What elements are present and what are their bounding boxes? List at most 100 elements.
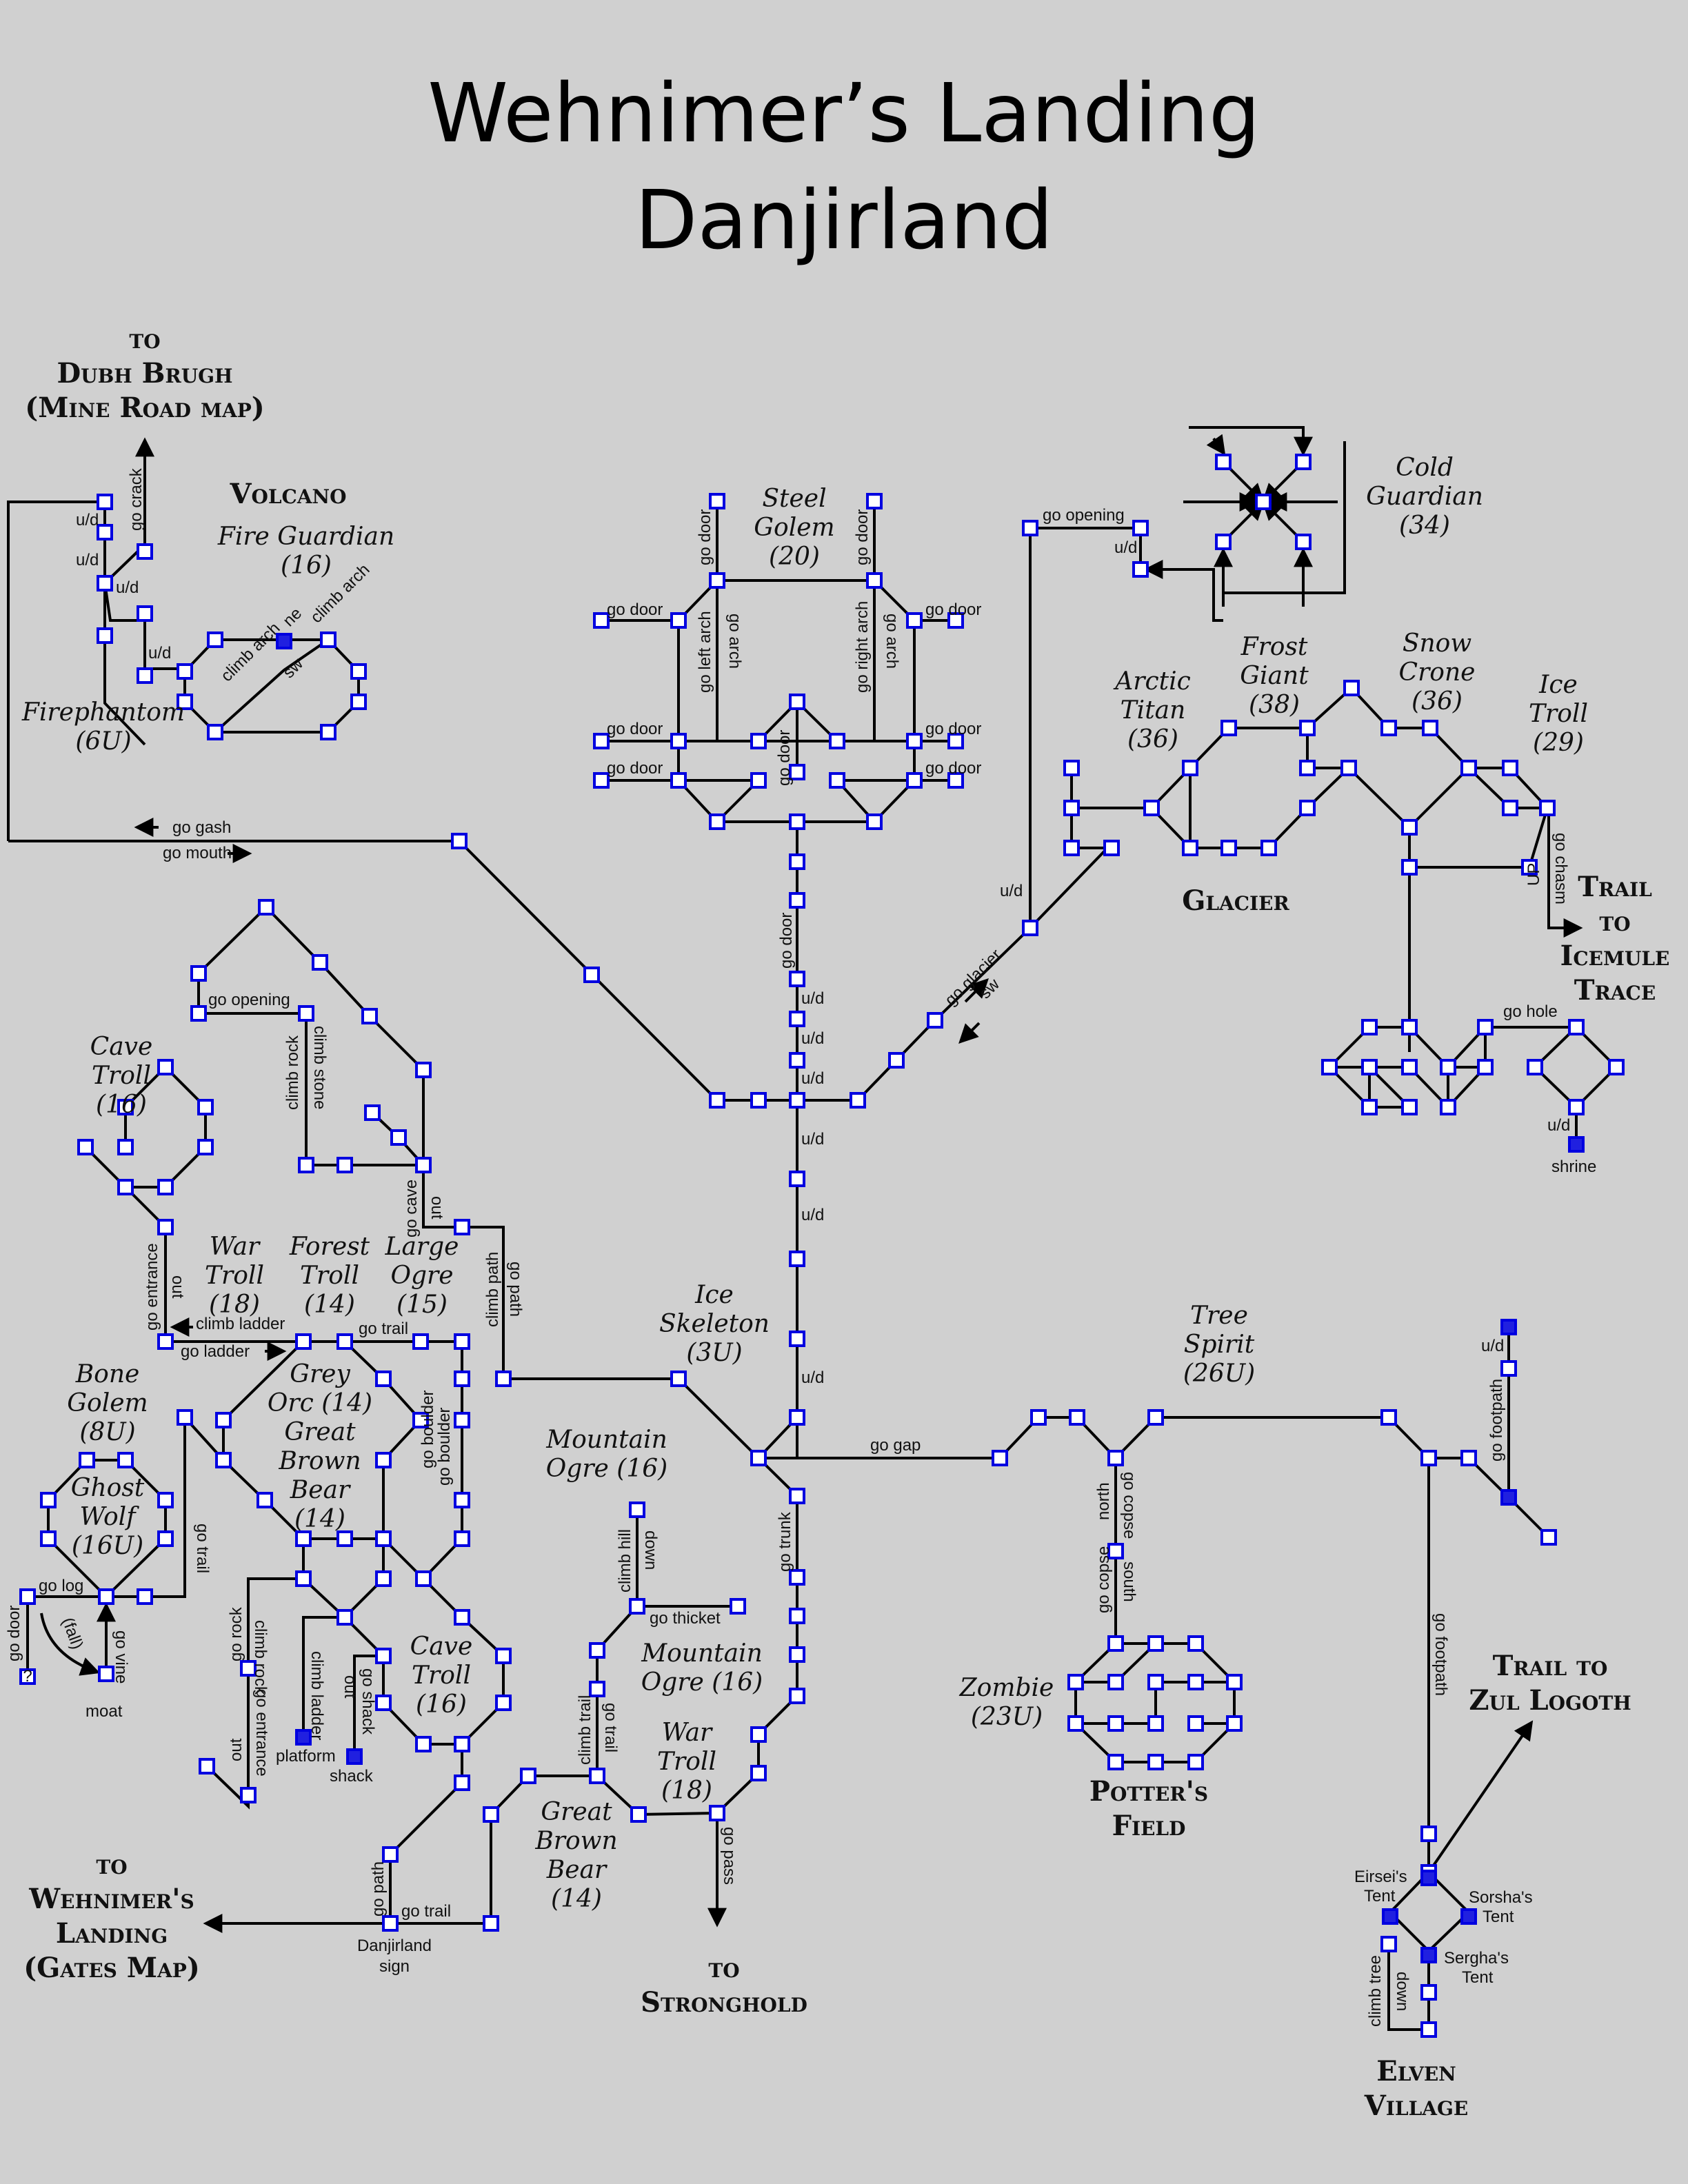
room[interactable] [1226, 1674, 1243, 1690]
room[interactable] [1107, 1450, 1124, 1466]
room[interactable] [137, 605, 153, 622]
room[interactable] [199, 1758, 215, 1775]
room[interactable] [77, 1139, 94, 1155]
room[interactable] [1540, 1529, 1557, 1546]
room[interactable] [789, 1011, 805, 1027]
room[interactable] [336, 1333, 353, 1350]
room[interactable] [1477, 1019, 1494, 1035]
room[interactable] [789, 1409, 805, 1426]
room[interactable] [336, 1530, 353, 1547]
room[interactable] [1107, 1635, 1124, 1652]
room[interactable] [1295, 454, 1312, 470]
room[interactable] [670, 733, 687, 749]
room[interactable] [295, 1570, 312, 1587]
room[interactable] [1030, 1409, 1047, 1426]
room[interactable] [789, 813, 805, 830]
room[interactable] [19, 1588, 36, 1605]
room[interactable] [197, 1099, 214, 1115]
room[interactable] [789, 1646, 805, 1663]
room[interactable] [789, 1171, 805, 1187]
room[interactable] [197, 1139, 214, 1155]
room[interactable] [117, 1179, 134, 1195]
room[interactable] [240, 1787, 257, 1803]
special-room[interactable] [1382, 1908, 1398, 1925]
room[interactable] [1107, 1674, 1124, 1690]
room[interactable] [789, 1251, 805, 1267]
room[interactable] [789, 1488, 805, 1504]
room[interactable] [350, 694, 367, 710]
room[interactable] [137, 667, 153, 684]
room[interactable] [1067, 1674, 1084, 1690]
room[interactable] [1568, 1019, 1585, 1035]
room[interactable] [350, 663, 367, 680]
room[interactable] [1143, 800, 1160, 816]
room[interactable] [177, 694, 193, 710]
room[interactable] [415, 1570, 432, 1587]
room[interactable] [1132, 520, 1149, 536]
room[interactable] [1255, 494, 1272, 510]
room[interactable] [1107, 1543, 1124, 1559]
room[interactable] [750, 733, 767, 749]
room[interactable] [1187, 1674, 1204, 1690]
room[interactable] [1440, 1099, 1456, 1115]
room[interactable] [40, 1492, 57, 1508]
room[interactable] [157, 1333, 174, 1350]
room[interactable] [1460, 1450, 1477, 1466]
room[interactable] [789, 764, 805, 780]
room[interactable] [947, 733, 964, 749]
room[interactable] [789, 971, 805, 987]
room[interactable] [520, 1768, 536, 1784]
room[interactable] [1539, 800, 1556, 816]
room[interactable] [215, 1412, 232, 1428]
room[interactable] [1107, 1754, 1124, 1770]
room[interactable] [97, 494, 113, 510]
room[interactable] [415, 1157, 432, 1173]
room[interactable] [888, 1052, 905, 1069]
room[interactable] [1220, 840, 1237, 856]
room[interactable] [336, 1157, 353, 1173]
room[interactable] [258, 899, 274, 916]
room[interactable] [157, 1530, 174, 1547]
room[interactable] [709, 572, 725, 589]
room[interactable] [750, 1765, 767, 1781]
special-room[interactable] [346, 1748, 363, 1765]
room[interactable] [1502, 800, 1518, 816]
room[interactable] [850, 1092, 866, 1109]
room[interactable] [98, 1666, 114, 1682]
room[interactable] [927, 1012, 943, 1029]
room[interactable] [1147, 1409, 1164, 1426]
room[interactable] [670, 772, 687, 789]
room[interactable] [190, 1005, 207, 1022]
room[interactable] [364, 1104, 381, 1121]
room[interactable] [789, 694, 805, 710]
room[interactable] [906, 612, 923, 629]
room[interactable] [495, 1371, 512, 1387]
room[interactable] [1380, 1936, 1397, 1952]
room[interactable] [412, 1412, 429, 1428]
destination-wehnimers-gates[interactable]: to Wehnimer's Landing (Gates Map) [23, 1848, 200, 1984]
room[interactable] [589, 1768, 605, 1784]
room[interactable] [750, 1092, 767, 1109]
room[interactable] [1147, 1635, 1164, 1652]
room[interactable] [992, 1450, 1008, 1466]
room[interactable] [79, 1452, 95, 1468]
room[interactable] [1340, 760, 1357, 776]
room[interactable] [1321, 1059, 1338, 1075]
room[interactable] [177, 663, 193, 680]
room[interactable] [1063, 760, 1080, 776]
room[interactable] [454, 1492, 470, 1508]
room[interactable] [1103, 840, 1120, 856]
room[interactable] [1420, 1984, 1437, 2001]
room[interactable] [19, 1668, 36, 1685]
room[interactable] [320, 724, 336, 740]
room[interactable] [1500, 1360, 1517, 1377]
destination-zul-logoth[interactable]: Trail to Zul Logoth [1469, 1650, 1631, 1717]
room[interactable] [495, 1648, 512, 1664]
room[interactable] [415, 1736, 432, 1752]
room[interactable] [1401, 819, 1418, 836]
room[interactable] [1299, 720, 1316, 736]
room[interactable] [1401, 859, 1418, 876]
room[interactable] [375, 1530, 392, 1547]
room[interactable] [789, 853, 805, 870]
room[interactable] [1420, 1826, 1437, 1842]
